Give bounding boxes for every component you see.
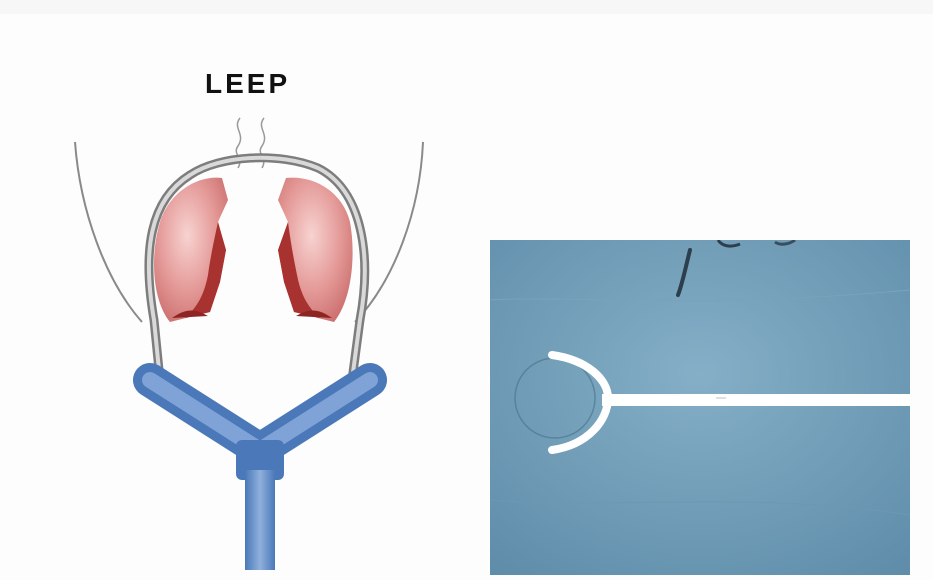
loop-electrode-photo [490, 240, 910, 575]
figure-title: LEEP [205, 68, 290, 100]
cervix-tissue [154, 178, 353, 322]
leep-illustration-panel: LEEP [50, 50, 470, 570]
loop-electrode-image [490, 240, 910, 575]
loop-handle [150, 380, 370, 570]
left-wall-line [75, 142, 142, 322]
top-band [0, 0, 933, 14]
electrode-shaft [602, 394, 910, 406]
leep-illustration [50, 50, 470, 570]
